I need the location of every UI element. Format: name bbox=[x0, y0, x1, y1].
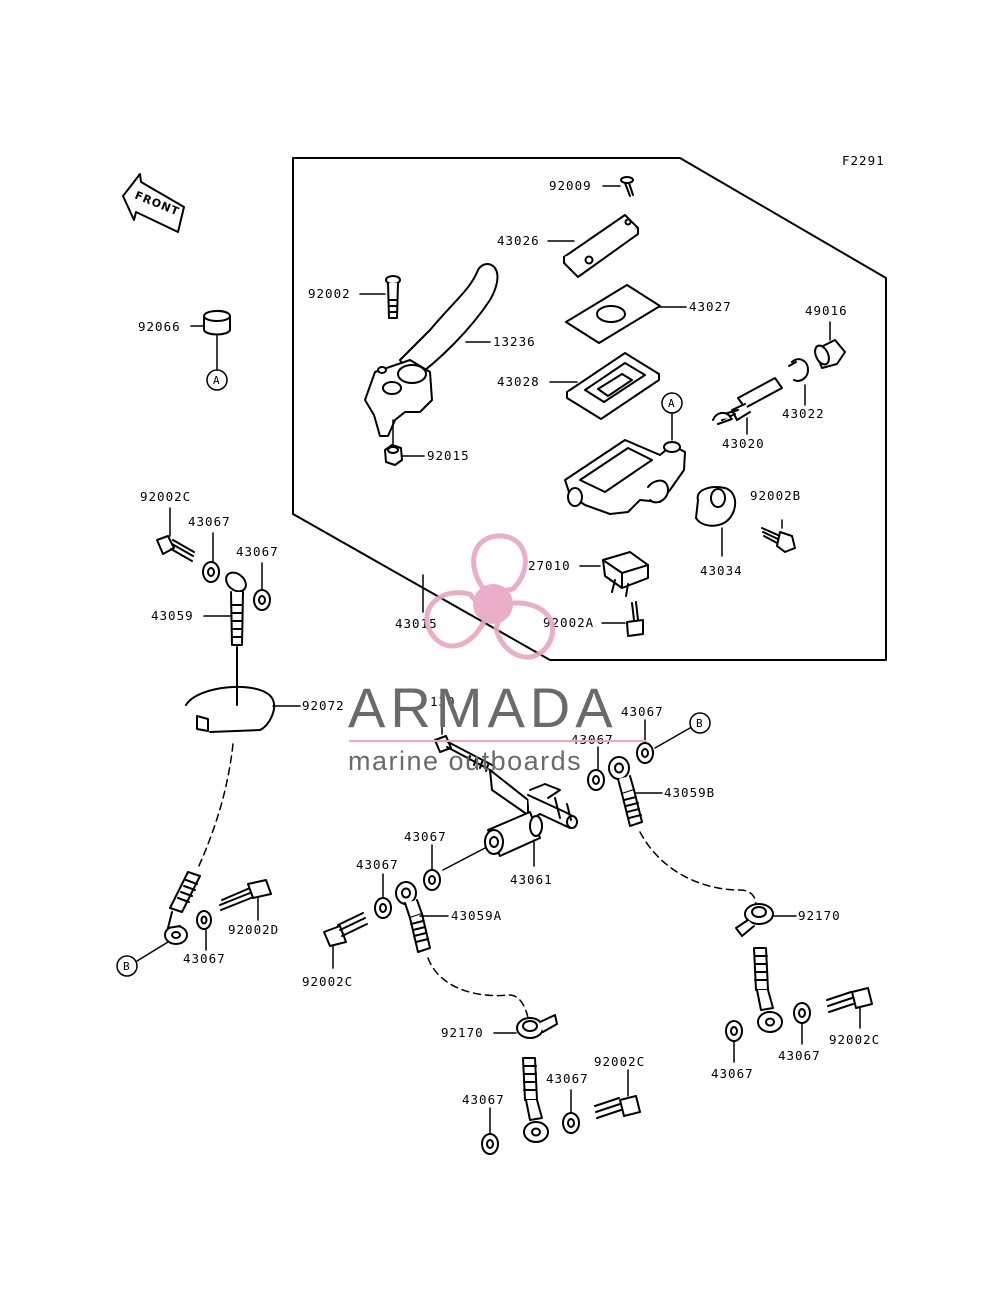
label-92002C-b: 92002C bbox=[594, 1054, 645, 1069]
label-43061: 43061 bbox=[510, 872, 553, 887]
callout-a-bottom: A bbox=[206, 369, 228, 391]
brake-hose-lower-left bbox=[164, 871, 201, 945]
label-43022: 43022 bbox=[782, 406, 825, 421]
label-43067-f: 43067 bbox=[356, 857, 399, 872]
label-92002C-top: 92002C bbox=[140, 489, 191, 504]
label-43067-a: 43067 bbox=[188, 514, 231, 529]
piston-boot bbox=[814, 339, 846, 369]
label-43026: 43026 bbox=[497, 233, 540, 248]
reservoir-cap-plug bbox=[203, 310, 231, 336]
hose-path-center bbox=[427, 957, 529, 1019]
brake-hose-b bbox=[608, 756, 643, 827]
label-43059A: 43059A bbox=[451, 908, 502, 923]
callout-b-left: B bbox=[116, 941, 169, 977]
washer-h bbox=[793, 1002, 811, 1024]
watermark-tagline: marine outboards bbox=[348, 746, 582, 776]
hose-path-right bbox=[639, 831, 757, 906]
switch-screw bbox=[626, 601, 644, 637]
reservoir-diaphragm bbox=[566, 352, 660, 420]
master-cylinder-body bbox=[564, 439, 686, 515]
diagram-code: F2291 bbox=[842, 153, 885, 168]
label-92009: 92009 bbox=[549, 178, 592, 193]
label-130: 130 bbox=[430, 694, 456, 709]
handlebar-clamp bbox=[695, 486, 737, 527]
brake-hose-center-lower bbox=[522, 1057, 549, 1143]
watermark-logo-icon bbox=[424, 533, 556, 660]
label-92002A: 92002A bbox=[543, 615, 594, 630]
label-92002C-mid: 92002C bbox=[302, 974, 353, 989]
circlip bbox=[788, 358, 809, 382]
label-43027: 43027 bbox=[689, 299, 732, 314]
watermark-brand: ARMADA bbox=[348, 676, 618, 739]
label-43059: 43059 bbox=[151, 608, 194, 623]
brake-joint bbox=[484, 769, 578, 857]
label-13236: 13236 bbox=[493, 334, 536, 349]
brake-light-switch bbox=[602, 551, 649, 597]
clamp-bolt bbox=[761, 527, 796, 553]
label-43067-b: 43067 bbox=[236, 544, 279, 559]
washer-b bbox=[253, 589, 271, 611]
label-92170-m: 92170 bbox=[441, 1025, 484, 1040]
washer-e bbox=[423, 869, 441, 891]
label-43067-k: 43067 bbox=[183, 951, 226, 966]
reservoir-cap bbox=[563, 214, 639, 278]
brake-lever bbox=[364, 263, 499, 437]
lever-pivot-bolt bbox=[385, 275, 401, 319]
label-43067-j: 43067 bbox=[462, 1092, 505, 1107]
label-92072: 92072 bbox=[302, 698, 345, 713]
washer-j bbox=[481, 1133, 499, 1155]
brake-hose-a bbox=[395, 881, 431, 953]
callout-a-top: A bbox=[661, 392, 683, 441]
label-43059B: 43059B bbox=[664, 785, 715, 800]
piston-assembly bbox=[712, 377, 783, 425]
svg-text:B: B bbox=[696, 717, 704, 730]
washer-i bbox=[562, 1112, 580, 1134]
hose-path-left bbox=[197, 743, 234, 869]
label-92002B: 92002B bbox=[750, 488, 801, 503]
hose-clamp-right bbox=[735, 903, 774, 937]
svg-text:A: A bbox=[213, 374, 221, 387]
brake-hose-upper bbox=[225, 571, 247, 646]
label-92002: 92002 bbox=[308, 286, 351, 301]
banjo-bolt-top-left bbox=[156, 535, 195, 562]
hose-clamp-band bbox=[185, 685, 276, 733]
washer-a bbox=[202, 561, 220, 583]
label-43067-i: 43067 bbox=[546, 1071, 589, 1086]
label-43067-h: 43067 bbox=[778, 1048, 821, 1063]
lever-nut bbox=[384, 444, 403, 466]
label-43028: 43028 bbox=[497, 374, 540, 389]
banjo-bolt-right bbox=[826, 987, 873, 1013]
label-27010: 27010 bbox=[528, 558, 571, 573]
washer-f bbox=[374, 897, 392, 919]
svg-text:B: B bbox=[123, 960, 131, 973]
label-92002D: 92002D bbox=[228, 922, 279, 937]
hose-clamp-center bbox=[516, 1014, 558, 1039]
label-43067-e: 43067 bbox=[404, 829, 447, 844]
label-43034: 43034 bbox=[700, 563, 743, 578]
assembly-box-outline bbox=[292, 157, 887, 661]
banjo-bolt-d bbox=[219, 879, 272, 911]
svg-text:A: A bbox=[668, 397, 676, 410]
diaphragm-plate bbox=[565, 284, 661, 344]
banjo-bolt-mid bbox=[323, 912, 368, 947]
washer-c bbox=[636, 742, 654, 764]
label-43067-d: 43067 bbox=[571, 732, 614, 747]
washer-d bbox=[587, 769, 605, 791]
washer-l bbox=[725, 1020, 743, 1042]
label-92002C-r: 92002C bbox=[829, 1032, 880, 1047]
label-92170-r: 92170 bbox=[798, 908, 841, 923]
callout-b-right: B bbox=[654, 712, 711, 749]
label-92015: 92015 bbox=[427, 448, 470, 463]
label-49016: 49016 bbox=[805, 303, 848, 318]
front-arrow-icon: FRONT bbox=[122, 173, 185, 233]
reservoir-screw bbox=[620, 176, 634, 197]
washer-k bbox=[196, 910, 212, 930]
label-43020: 43020 bbox=[722, 436, 765, 451]
label-43067-l: 43067 bbox=[711, 1066, 754, 1081]
brake-hose-right-lower bbox=[753, 947, 783, 1033]
banjo-bolt-bottom bbox=[594, 1095, 641, 1119]
label-43067-c: 43067 bbox=[621, 704, 664, 719]
label-92066: 92066 bbox=[138, 319, 181, 334]
